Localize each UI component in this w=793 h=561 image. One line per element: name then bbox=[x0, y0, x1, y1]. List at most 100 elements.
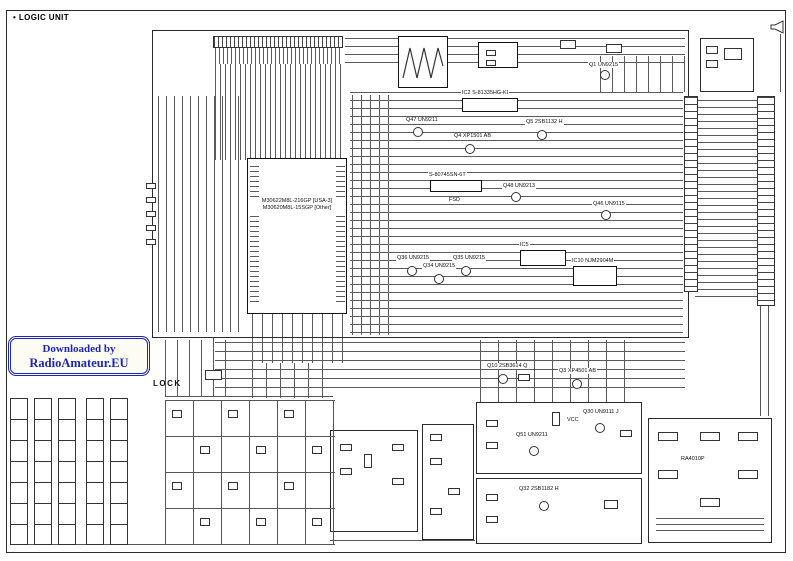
ic2-regulator bbox=[462, 98, 518, 112]
resistor bbox=[658, 432, 678, 441]
audio-amp-section-frame bbox=[476, 478, 642, 544]
transistor-q47 bbox=[413, 127, 423, 137]
mcu-pin-rows bbox=[250, 166, 259, 306]
resistor bbox=[340, 444, 352, 451]
wire bbox=[760, 304, 761, 416]
transistor-q10 bbox=[498, 374, 508, 384]
label-q10: Q10 2SB3614 Q bbox=[486, 363, 529, 369]
label-q48: Q48 UN9213 bbox=[502, 183, 537, 189]
net-label-vcc: VCC bbox=[566, 417, 580, 423]
top-right-connector-frame bbox=[700, 38, 754, 92]
keypad-strip bbox=[34, 398, 52, 545]
resistor bbox=[738, 432, 758, 441]
label-q32: Q32 2SB1182 H bbox=[518, 486, 560, 492]
key-switch bbox=[200, 446, 210, 454]
lock-label: LOCK bbox=[153, 379, 182, 388]
wire-bundle bbox=[215, 48, 341, 64]
resistor bbox=[146, 183, 156, 189]
key-matrix-grid bbox=[165, 400, 335, 545]
mcu-part-number-usa: M30622M8L-216GP [USA-3] bbox=[248, 198, 346, 205]
resistor bbox=[392, 478, 404, 485]
top-connector bbox=[213, 36, 343, 48]
resistor bbox=[606, 44, 622, 53]
label-q3: Q3 XP4501 AB bbox=[558, 368, 597, 374]
wire-bundle bbox=[165, 340, 227, 396]
resistor bbox=[560, 40, 576, 49]
resistor-array-section-frame bbox=[648, 418, 772, 543]
transistor-q36 bbox=[407, 266, 417, 276]
resistor bbox=[340, 468, 352, 475]
title-bullet: • bbox=[13, 13, 17, 22]
capacitor bbox=[724, 48, 742, 60]
resistor bbox=[430, 508, 442, 515]
label-q4: Q4 XP1501 AB bbox=[453, 133, 492, 139]
resistor bbox=[486, 60, 496, 66]
keypad-strip bbox=[86, 398, 104, 545]
ic10-opamp bbox=[573, 266, 617, 286]
mcu-part-numbers: M30622M8L-216GP [USA-3] M30620M8L-15SGP … bbox=[248, 198, 346, 212]
label-q1: Q1 UN9215 bbox=[588, 62, 620, 68]
resistor bbox=[700, 432, 720, 441]
mcu-part-number-other: M30620M8L-15SGP [Other] bbox=[248, 205, 346, 212]
key-switch bbox=[228, 410, 238, 418]
label-ic2: IC2 S-81335HG-KI bbox=[461, 90, 510, 96]
resistor bbox=[146, 197, 156, 203]
wire-bundle bbox=[656, 518, 764, 536]
resistor bbox=[620, 430, 632, 437]
key-switch bbox=[284, 410, 294, 418]
resistor bbox=[706, 46, 718, 54]
keypad-strip bbox=[110, 398, 128, 545]
label-ic10: IC10 NJM2904M bbox=[571, 258, 615, 264]
resistor bbox=[430, 458, 442, 465]
key-switch bbox=[312, 518, 322, 526]
capacitor bbox=[552, 412, 560, 426]
resistor bbox=[146, 239, 156, 245]
resistor bbox=[146, 211, 156, 217]
capacitor bbox=[364, 454, 372, 468]
resistor bbox=[486, 420, 498, 427]
transistor-q1 bbox=[600, 70, 610, 80]
key-switch bbox=[256, 446, 266, 454]
speaker-icon bbox=[770, 20, 784, 34]
transistor-q35 bbox=[461, 266, 471, 276]
wire-bundle bbox=[350, 92, 683, 335]
page-border bbox=[6, 10, 786, 553]
wire bbox=[213, 380, 214, 396]
mcu-ic bbox=[247, 158, 347, 314]
label-ic5: IC5 bbox=[519, 242, 530, 248]
resistor bbox=[486, 516, 498, 523]
ic5-chip bbox=[520, 250, 566, 266]
label-q46: Q46 UN9115 bbox=[592, 201, 626, 207]
label-q35: Q35 UN9215 bbox=[452, 255, 487, 261]
title-text: LOGIC UNIT bbox=[18, 13, 70, 22]
power-switch-section-frame bbox=[476, 402, 642, 474]
page-title: • LOGIC UNIT bbox=[13, 13, 69, 22]
resistor bbox=[738, 470, 758, 479]
transistor-q4 bbox=[465, 144, 475, 154]
label-q30: Q30 UN9111 J bbox=[582, 409, 620, 415]
label-q5: Q5 2SB1132 H bbox=[525, 119, 564, 125]
wire bbox=[768, 304, 769, 416]
wire-bundle bbox=[695, 100, 757, 300]
transistor-q46 bbox=[601, 210, 611, 220]
lock-switch bbox=[205, 370, 222, 380]
wire bbox=[330, 540, 475, 541]
transistor-q5 bbox=[537, 130, 547, 140]
transistor-q32 bbox=[539, 501, 549, 511]
transistor-q51 bbox=[529, 446, 539, 456]
label-ra4010p: RA4010P bbox=[680, 456, 706, 462]
label-q47: Q47 UN9211 bbox=[405, 117, 439, 123]
net-label-fsd: FSD bbox=[448, 197, 461, 203]
resistor bbox=[486, 494, 498, 501]
wire bbox=[165, 396, 333, 397]
watermark-stamp: Downloaded by RadioAmateur.EU bbox=[8, 336, 150, 376]
right-connector bbox=[757, 96, 775, 306]
transistor-q30 bbox=[595, 423, 605, 433]
pin-label-strip bbox=[684, 96, 698, 292]
wire bbox=[780, 34, 781, 92]
resistor bbox=[486, 442, 498, 449]
transistor-q34 bbox=[434, 274, 444, 284]
resistor bbox=[658, 470, 678, 479]
watermark-line2: RadioAmateur.EU bbox=[29, 355, 129, 370]
reset-circuit-box bbox=[478, 42, 518, 68]
